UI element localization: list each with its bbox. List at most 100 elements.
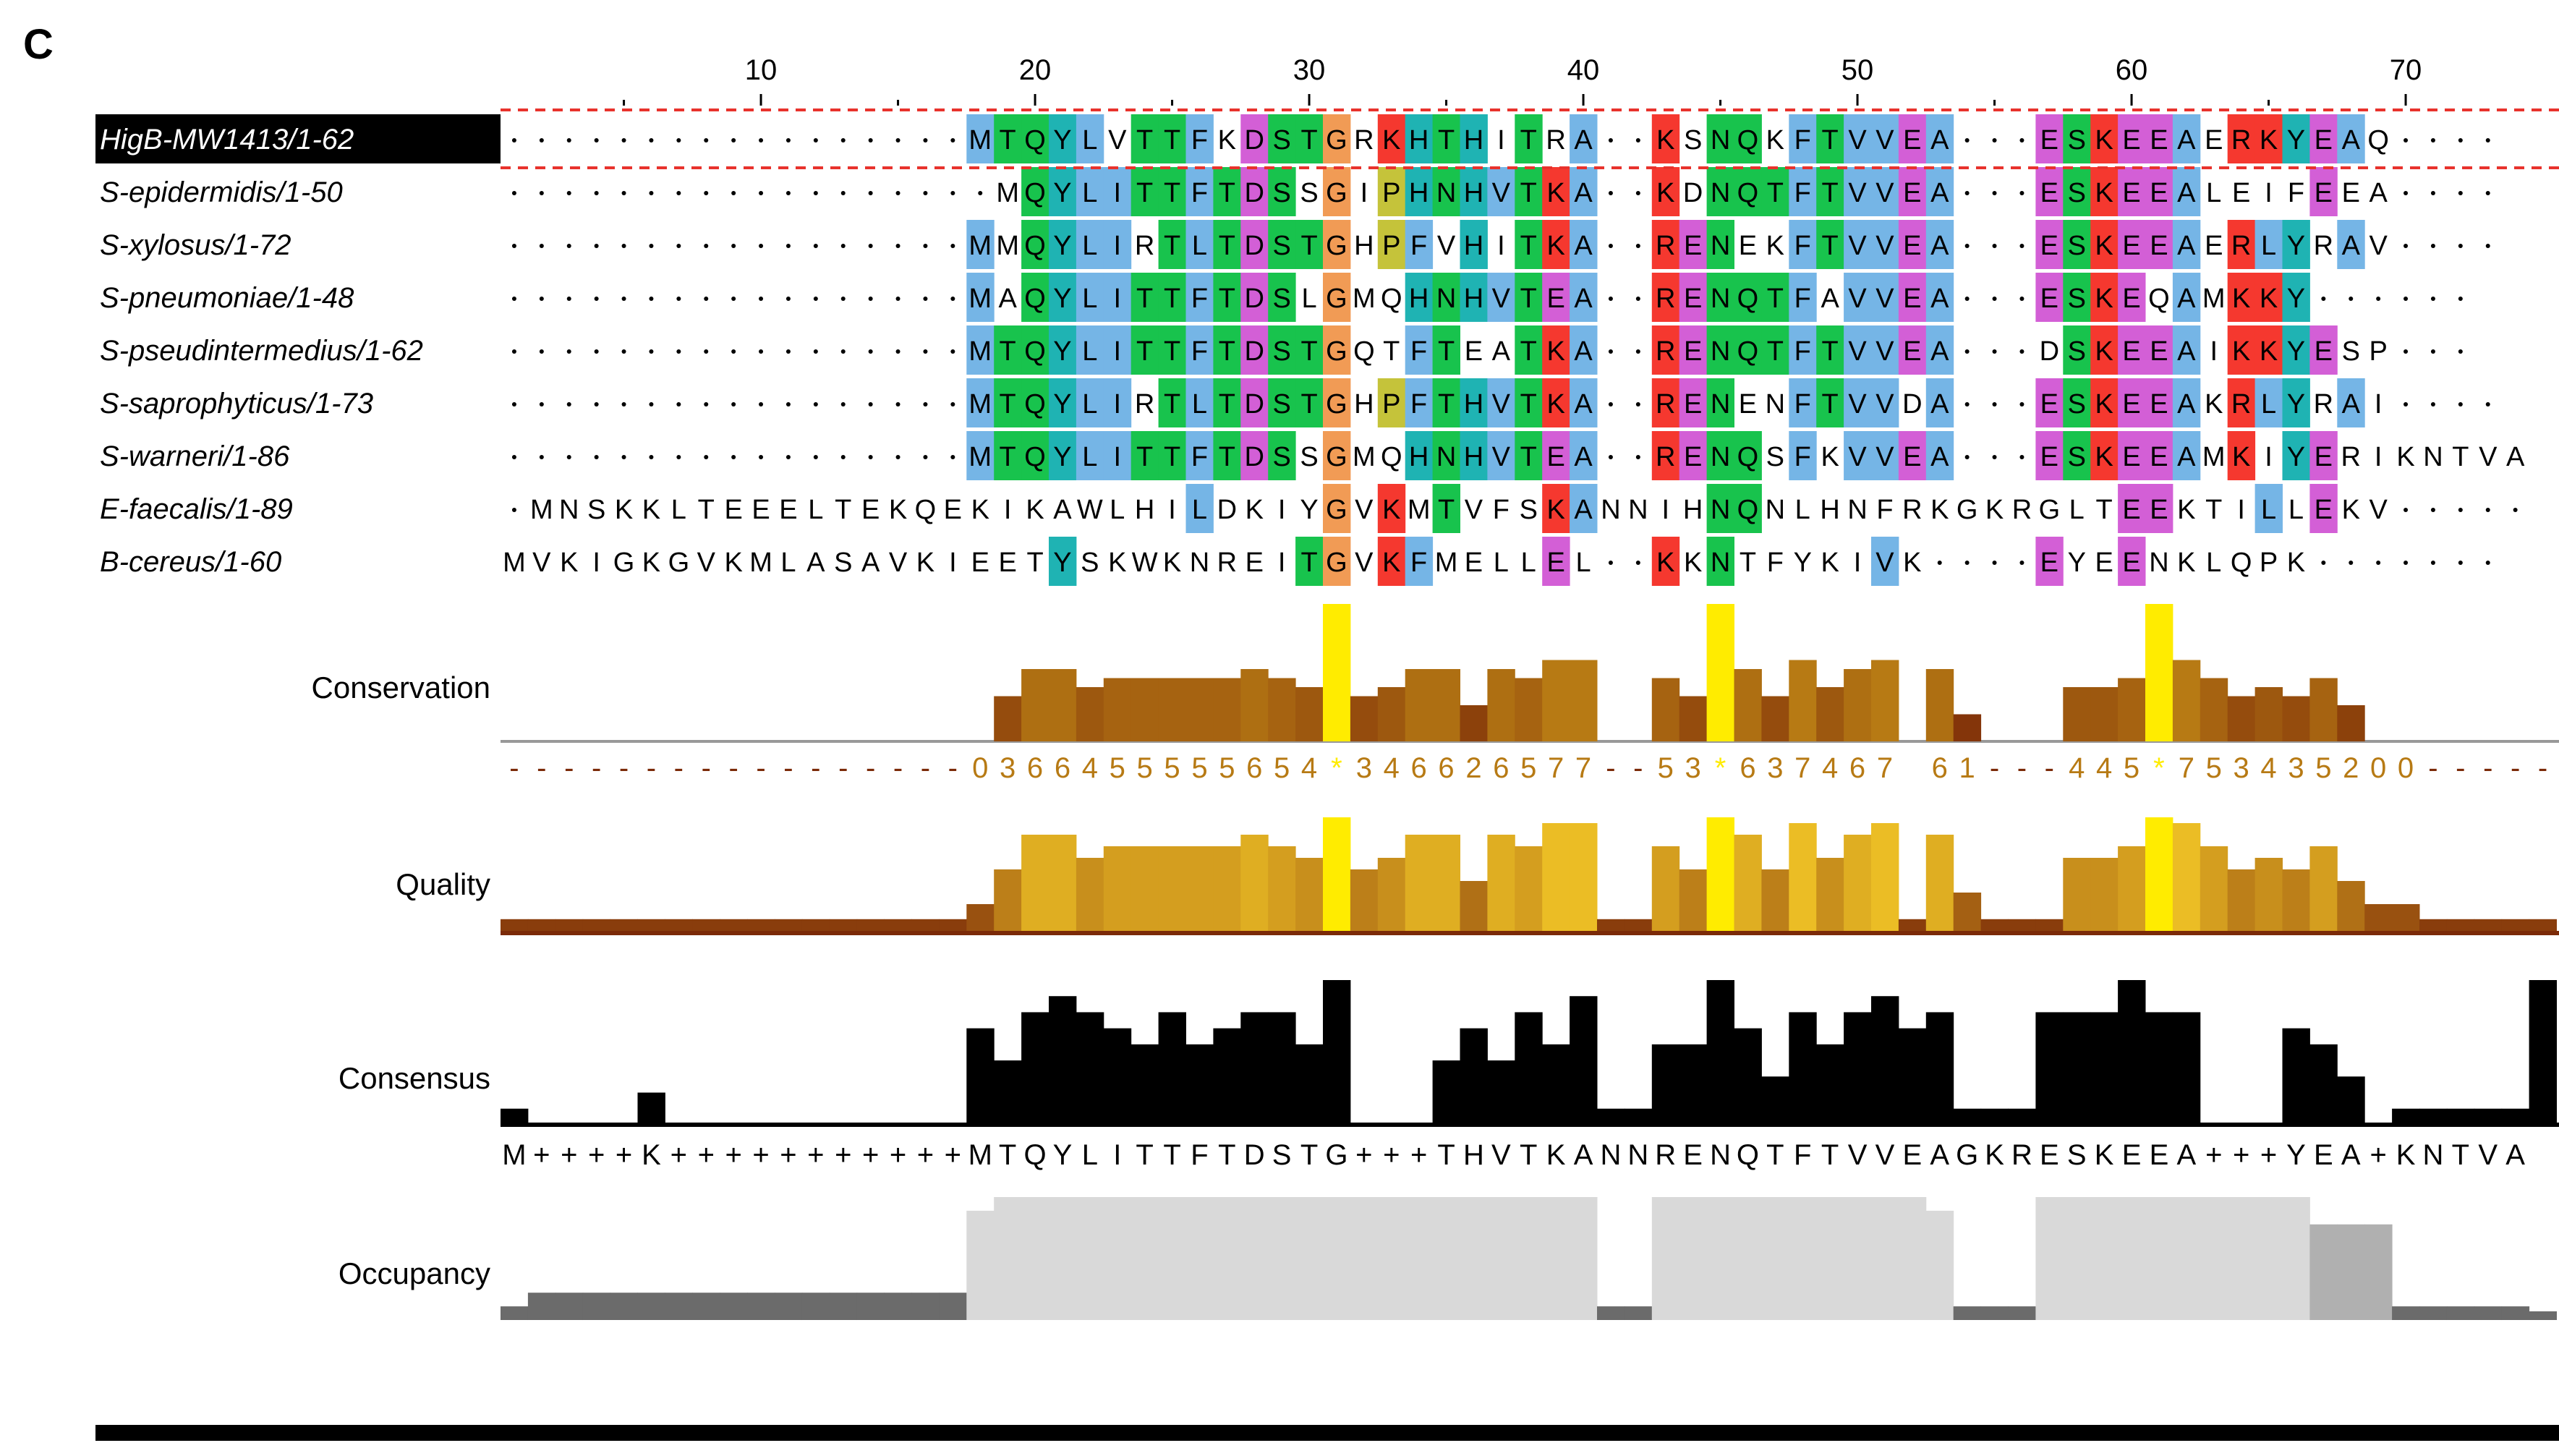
- residue: H: [1464, 178, 1483, 208]
- residue-cell: [1103, 273, 1132, 322]
- quality-bar: [1515, 846, 1543, 933]
- consensus-bar: [1734, 1028, 1762, 1125]
- residue-cell: [2282, 431, 2310, 480]
- residue: F: [1410, 548, 1427, 578]
- conservation-score: 3: [2288, 752, 2304, 784]
- residue: E: [2232, 178, 2250, 208]
- gap: [1964, 138, 1970, 142]
- gap: [649, 191, 654, 195]
- consensus-letter: +: [780, 1139, 796, 1171]
- residue: Q: [1024, 336, 1046, 367]
- residue: M: [968, 389, 992, 420]
- conservation-bar: [1076, 687, 1104, 741]
- residue: S: [2068, 389, 2086, 420]
- occupancy-bar: [829, 1293, 858, 1320]
- quality-bar: [2227, 869, 2256, 933]
- gap: [2403, 349, 2409, 354]
- residue: E: [1465, 548, 1483, 578]
- residue-cell: [994, 114, 1022, 163]
- residue: R: [1656, 442, 1675, 472]
- consensus-letter: T: [1437, 1139, 1455, 1171]
- residue-cell: [2309, 431, 2338, 480]
- residue: G: [1956, 495, 1978, 525]
- conservation-score: 4: [2096, 752, 2112, 784]
- residue: A: [1053, 495, 1072, 525]
- conservation-bar: [1323, 604, 1351, 741]
- consensus-bar: [1679, 1044, 1708, 1125]
- residue-cell: [1432, 325, 1460, 375]
- consensus-bar: [1323, 980, 1351, 1125]
- consensus-bar: [1844, 1012, 1872, 1125]
- conservation-score: 3: [2234, 752, 2249, 784]
- conservation-score: -: [2428, 752, 2437, 784]
- occupancy-bar: [1295, 1197, 1324, 1320]
- residue: P: [1382, 389, 1400, 420]
- residue: E: [2315, 495, 2333, 525]
- residue-cell: [1542, 484, 1570, 533]
- residue: V: [1875, 231, 1894, 261]
- residue: I: [2237, 495, 2245, 525]
- occupancy-bar: [555, 1293, 584, 1320]
- gap: [2430, 349, 2435, 354]
- residue-cell: [1542, 325, 1570, 375]
- residue: T: [1300, 231, 1317, 261]
- residue: E: [2342, 178, 2360, 208]
- consensus-bar: [2337, 1076, 2365, 1125]
- residue: K: [1985, 495, 2004, 525]
- conservation-score: -: [2045, 752, 2054, 784]
- residue: A: [1930, 336, 1949, 367]
- residue-cell: [2172, 167, 2201, 216]
- residue-cell: [2063, 378, 2091, 427]
- gap: [813, 455, 818, 459]
- residue: T: [1219, 178, 1235, 208]
- occupancy-bar: [1816, 1197, 1844, 1320]
- residue: Q: [1381, 284, 1402, 314]
- gap: [2321, 297, 2326, 301]
- gap: [2458, 508, 2463, 512]
- conservation-score: 6: [1493, 752, 1509, 784]
- consensus-letter: R: [2011, 1139, 2032, 1171]
- conservation-score: -: [509, 752, 519, 784]
- residue: T: [1026, 548, 1043, 578]
- residue-cell: [1925, 325, 1954, 375]
- consensus-bar: [1240, 1012, 1269, 1125]
- consensus-letter: E: [1903, 1139, 1923, 1171]
- conservation-bar: [1487, 669, 1515, 741]
- occupancy-bar: [1515, 1197, 1543, 1320]
- residue: P: [2260, 548, 2278, 578]
- occupancy-bar: [994, 1197, 1022, 1320]
- conservation-score: -: [783, 752, 793, 784]
- consensus-letter: E: [2314, 1139, 2333, 1171]
- residue-cell: [1295, 325, 1324, 375]
- quality-bar: [1377, 858, 1406, 933]
- residue-cell: [1570, 325, 1598, 375]
- residue: N: [1847, 495, 1867, 525]
- occupancy-bar: [1542, 1197, 1570, 1320]
- residue: S: [2068, 231, 2086, 261]
- residue-cell: [1185, 167, 1214, 216]
- residue-cell: [2090, 325, 2119, 375]
- residue: K: [1382, 548, 1400, 578]
- residue: F: [1410, 336, 1427, 367]
- quality-bar: [2172, 823, 2201, 933]
- residue: H: [1354, 389, 1374, 420]
- residue: E: [2040, 389, 2058, 420]
- residue: T: [1438, 336, 1455, 367]
- consensus-bar: [1460, 1028, 1488, 1125]
- gap: [950, 191, 955, 195]
- occupancy-bar: [1131, 1197, 1159, 1320]
- conservation-bar: [1295, 687, 1324, 741]
- gap: [621, 455, 626, 459]
- residue: S: [1272, 125, 1290, 156]
- residue-cell: [2309, 325, 2338, 375]
- gap: [594, 402, 599, 406]
- occupancy-bar: [2501, 1306, 2530, 1320]
- residue-cell: [1240, 378, 1269, 427]
- residue-cell: [2118, 273, 2146, 322]
- residue: A: [998, 284, 1017, 314]
- residue-cell: [2090, 220, 2119, 269]
- consensus-letter: T: [999, 1139, 1016, 1171]
- residue: L: [1082, 178, 1097, 208]
- consensus-letter: K: [2396, 1139, 2416, 1171]
- gap: [676, 297, 681, 301]
